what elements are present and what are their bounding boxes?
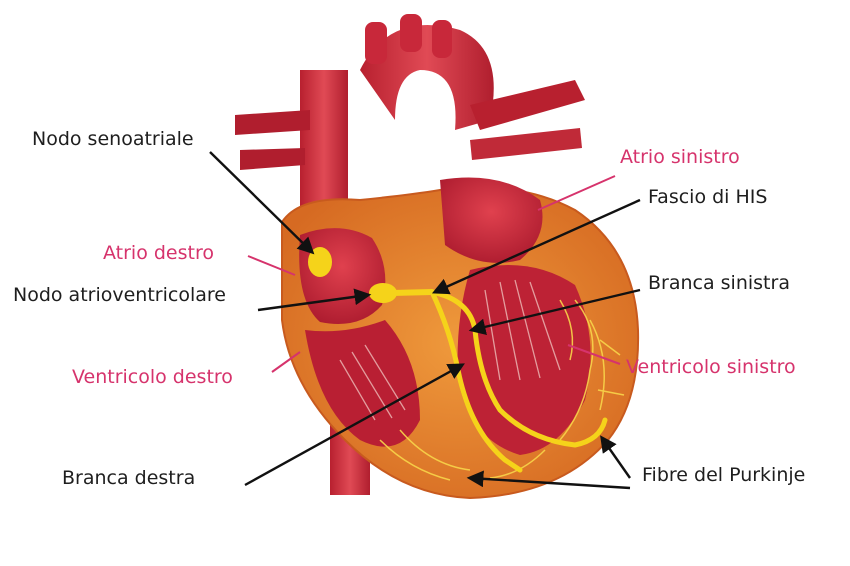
vessel-left [235, 110, 310, 135]
label-branca-sinistra: Branca sinistra [648, 272, 790, 294]
leader-atrio-sinistro [538, 176, 615, 210]
arrow-purkinje-1 [602, 438, 630, 478]
label-atrio-destro: Atrio destro [103, 242, 214, 264]
atrioventricular-node [369, 283, 397, 303]
right-atrium [299, 228, 385, 324]
label-nodo-atrioventricolare: Nodo atrioventricolare [13, 284, 226, 306]
label-atrio-sinistro: Atrio sinistro [620, 146, 740, 168]
label-ventricolo-sinistro: Ventricolo sinistro [626, 356, 796, 378]
vessel-left-2 [240, 148, 305, 170]
aorta-branch-2 [400, 14, 422, 52]
label-fascio-di-his: Fascio di HIS [648, 186, 767, 208]
label-nodo-senoatriale: Nodo senoatriale [32, 128, 194, 150]
aorta-branch-3 [432, 20, 452, 58]
label-ventricolo-destro: Ventricolo destro [72, 366, 233, 388]
label-branca-destra: Branca destra [62, 467, 195, 489]
label-fibre-del-purkinje: Fibre del Purkinje [642, 464, 805, 486]
aorta-branch-1 [365, 22, 387, 64]
pulmonary-vein [470, 128, 582, 160]
bundle-of-his [392, 292, 432, 293]
